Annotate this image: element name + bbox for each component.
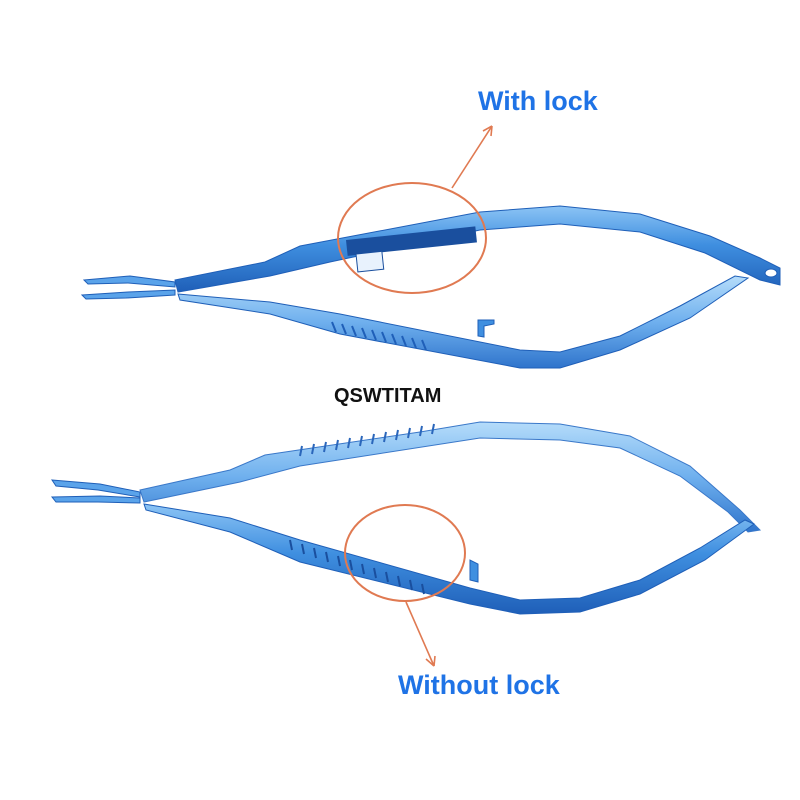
arrow-head-icon xyxy=(425,655,436,667)
needle-holder-without-lock-icon xyxy=(50,421,762,615)
arrow-line-without-lock xyxy=(405,601,435,667)
arrow-head-icon xyxy=(482,125,493,137)
brand-label: QSWTITAM xyxy=(334,385,442,407)
arrow-line-with-lock xyxy=(451,125,493,189)
highlight-circle-lock xyxy=(337,182,487,294)
with-lock-label: With lock xyxy=(478,86,598,116)
callout-with-lock xyxy=(337,125,493,294)
needle-holder-with-lock-icon xyxy=(80,205,781,369)
callout-without-lock xyxy=(344,504,466,667)
without-lock-label: Without lock xyxy=(398,670,560,700)
highlight-circle-no-lock xyxy=(344,504,466,602)
